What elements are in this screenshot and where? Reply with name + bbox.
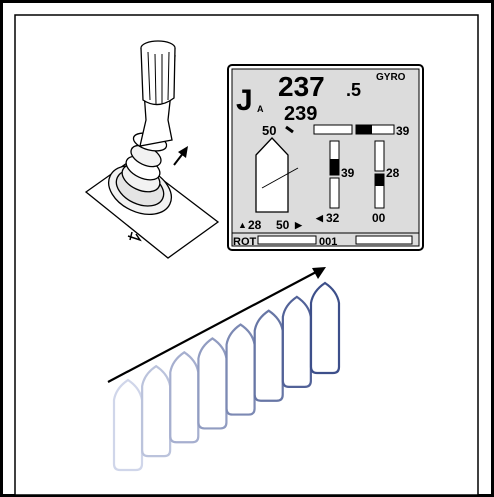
set-heading: 239 (284, 103, 317, 125)
ship-trail (112, 281, 341, 472)
heading-decimal: .5 (346, 80, 361, 100)
ship-outline-7 (281, 295, 312, 388)
ship-outline-3 (169, 350, 200, 444)
ship-outline-5 (225, 323, 256, 416)
rot-value: 001 (319, 236, 337, 248)
thrust-bar-left (313, 124, 353, 135)
ship-outline-6 (253, 309, 284, 402)
ship-outline-icon (255, 137, 289, 213)
bar1-value: 39 (341, 166, 355, 180)
bottom-bar2-value: 00 (372, 211, 386, 225)
bottom-left-value: 28 (248, 218, 262, 232)
control-display: J A 237 .5 GYRO 239 50 39 39 28 ▲ 28 50 … (227, 64, 424, 251)
mode-letter: J (236, 84, 253, 117)
bottom-bar1-arrow: ◀ (315, 213, 324, 223)
vertical-bar-2-upper (374, 140, 385, 172)
rot-bar-left (257, 235, 317, 245)
bottom-mid-value: 50 (276, 218, 290, 232)
movement-arrow (107, 267, 326, 383)
bottom-mid-arrow: ▶ (294, 220, 303, 230)
joystick-logo (127, 231, 142, 242)
rudder-indicator (285, 125, 294, 134)
rot-bar-right (355, 235, 413, 245)
ship-outline-8 (309, 281, 341, 375)
ship-heading-line (261, 167, 299, 189)
ship-outline-1 (112, 378, 144, 472)
ship-outline-2 (141, 364, 172, 458)
heading-main: 237 (278, 71, 325, 102)
joystick-icon (84, 40, 220, 259)
rudder-value: 50 (262, 123, 276, 138)
bar2-value: 28 (386, 166, 400, 180)
mode-subscript: A (257, 104, 264, 114)
bottom-bar1-value: 32 (326, 211, 340, 225)
mode-label: GYRO (376, 72, 406, 83)
vertical-bar-1-lower (329, 177, 340, 209)
rot-label: ROT (233, 236, 257, 248)
thrust-right-value: 39 (396, 124, 410, 138)
bottom-left-arrow: ▲ (238, 220, 247, 230)
ship-outline-4 (197, 337, 228, 430)
